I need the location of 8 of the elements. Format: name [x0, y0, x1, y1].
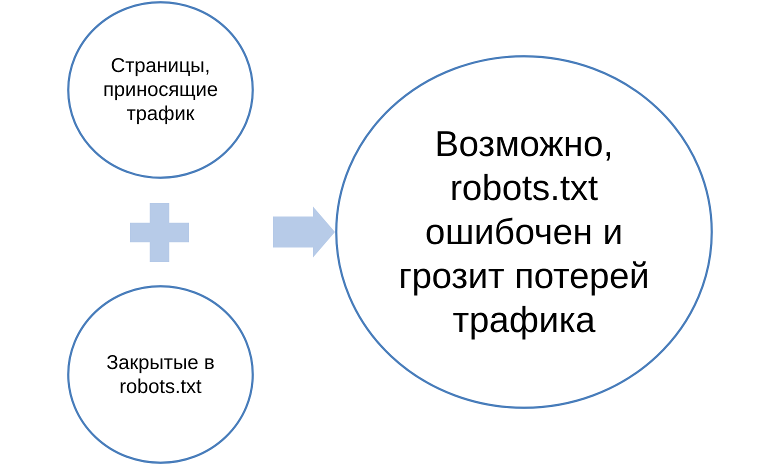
arrow [273, 206, 335, 258]
plus-icon [130, 203, 189, 262]
node-text: Возможно, robots.txt ошибочен и грозит потерей трафика [398, 122, 650, 342]
circle-node [67, 285, 254, 464]
circle-node [335, 55, 713, 409]
node-text: Закрытые в robots.txt [105, 350, 216, 398]
circle-node [67, 1, 254, 179]
node-text: Страницы, приносящие трафик [102, 54, 219, 126]
